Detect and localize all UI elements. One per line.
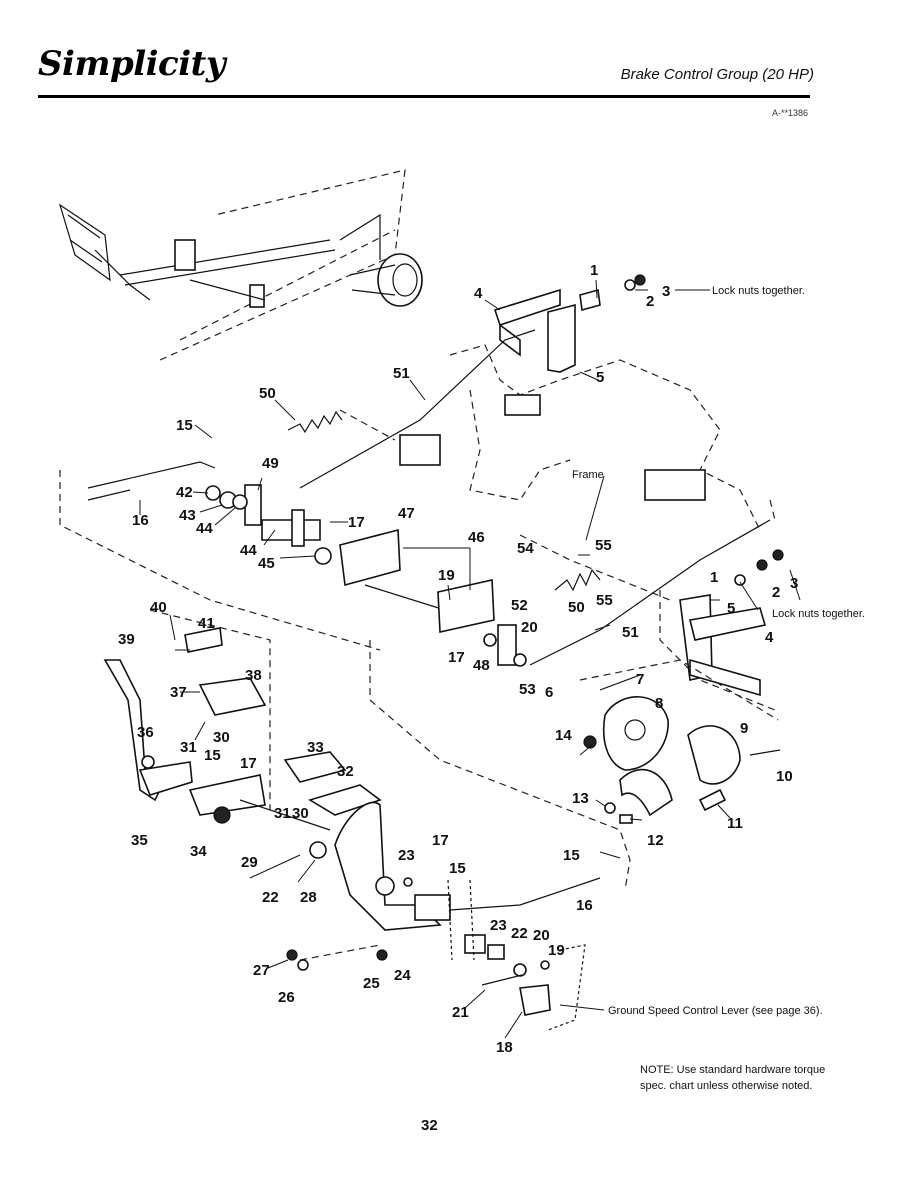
callout: 16 <box>132 512 149 529</box>
right-brake-linkage <box>483 499 784 711</box>
callout: 46 <box>468 529 485 546</box>
annotations: Lock nuts together. Frame Lock nuts toge… <box>572 285 865 1017</box>
callout: 40 <box>150 599 167 616</box>
callout: 44 <box>240 542 257 559</box>
tractor-overview <box>58 169 423 361</box>
callout: 35 <box>131 832 148 849</box>
frame-label: Frame <box>572 469 604 481</box>
callout: 1 <box>710 569 718 586</box>
spring-cable-upper <box>287 329 536 489</box>
callout: 15 <box>449 860 466 877</box>
callout: 2 <box>646 293 654 310</box>
callout: 13 <box>572 790 589 807</box>
callout: 14 <box>555 727 572 744</box>
callout: 32 <box>337 763 354 780</box>
callout: 17 <box>348 514 365 531</box>
callout: 22 <box>511 925 528 942</box>
callout: 54 <box>517 540 534 557</box>
callout: 6 <box>545 684 553 701</box>
callout: 15 <box>204 747 221 764</box>
callout: 53 <box>519 681 536 698</box>
callout: 19 <box>438 567 455 584</box>
leader-lines <box>139 279 801 1039</box>
callout: 31 <box>180 739 197 756</box>
document-id: A-**1386 <box>771 108 808 118</box>
callout: 1 <box>590 262 598 279</box>
callout: 29 <box>241 854 258 871</box>
callout: 47 <box>398 505 415 522</box>
callout: 8 <box>655 695 663 712</box>
callout: 51 <box>393 365 410 382</box>
callout: 20 <box>521 619 538 636</box>
callout: 44 <box>196 520 213 537</box>
callout: 39 <box>118 631 135 648</box>
page-title: Brake Control Group (20 HP) <box>620 66 814 83</box>
ground-speed-label: Ground Speed Control Lever (see page 36)… <box>608 1005 823 1017</box>
pedal-assembly <box>103 609 631 1031</box>
callout: 22 <box>262 889 279 906</box>
callout: 20 <box>533 927 550 944</box>
callout: 4 <box>474 285 483 302</box>
callout: 42 <box>176 484 193 501</box>
callout: 41 <box>198 615 215 632</box>
callout: 49 <box>262 455 279 472</box>
callout-labels: 1 2 3 4 5 51 50 15 49 42 43 44 16 44 45 … <box>118 262 798 1056</box>
callout: 17 <box>432 832 449 849</box>
callout: 50 <box>259 385 276 402</box>
lock-nuts-label: Lock nuts together. <box>772 608 865 620</box>
callout: 34 <box>190 843 207 860</box>
callout: 17 <box>240 755 257 772</box>
callout: 38 <box>245 667 262 684</box>
callout: 33 <box>307 739 324 756</box>
callout: 25 <box>363 975 380 992</box>
callout: 11 <box>727 815 743 832</box>
callout: 5 <box>727 600 735 617</box>
callout: 4 <box>765 629 774 646</box>
callout: 19 <box>548 942 565 959</box>
callout: 9 <box>740 720 748 737</box>
callout: 55 <box>595 537 612 554</box>
lock-nuts-label: Lock nuts together. <box>712 285 805 297</box>
callout: 12 <box>647 832 664 849</box>
callout: 23 <box>490 917 507 934</box>
page-number: 32 <box>421 1117 438 1134</box>
callout: 48 <box>473 657 490 674</box>
callout: 3 <box>790 575 798 592</box>
callout: 10 <box>776 768 793 785</box>
callout: 26 <box>278 989 295 1006</box>
callout: 24 <box>394 967 411 984</box>
callout: 17 <box>448 649 465 666</box>
callout: 27 <box>253 962 270 979</box>
callout: 37 <box>170 684 187 701</box>
callout: 50 <box>568 599 585 616</box>
callout: 30 <box>292 805 309 822</box>
callout: 15 <box>176 417 193 434</box>
callout: 7 <box>636 671 644 688</box>
callout: 51 <box>622 624 639 641</box>
brand-logo: Simplicity <box>38 44 226 84</box>
callout: 43 <box>179 507 196 524</box>
torque-note: NOTE: Use standard hardware torque spec.… <box>640 1064 826 1092</box>
callout: 28 <box>300 889 317 906</box>
callout: 5 <box>596 369 604 386</box>
callout: 18 <box>496 1039 513 1056</box>
brake-assembly <box>579 659 781 824</box>
bracket-upper <box>449 274 761 531</box>
callout: 2 <box>772 584 780 601</box>
left-rod-assembly <box>59 461 495 651</box>
callout: 15 <box>563 847 580 864</box>
callout: 55 <box>596 592 613 609</box>
callout: 3 <box>662 283 670 300</box>
callout: 30 <box>213 729 230 746</box>
callout: 52 <box>511 597 528 614</box>
callout: 16 <box>576 897 593 914</box>
header-rule <box>38 95 810 98</box>
callout: 36 <box>137 724 154 741</box>
callout: 23 <box>398 847 415 864</box>
callout: 45 <box>258 555 275 572</box>
callout: 31 <box>274 805 291 822</box>
callout: 21 <box>452 1004 469 1021</box>
